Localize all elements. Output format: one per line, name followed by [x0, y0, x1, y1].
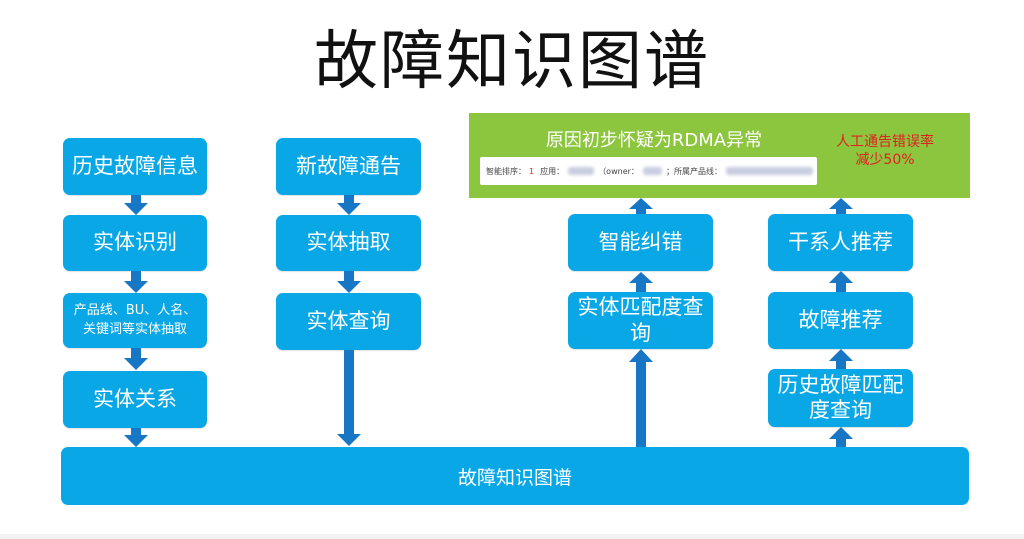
product-label: ；所属产品线： [666, 166, 723, 176]
arrow-down-c1-4 [124, 428, 148, 447]
box-entity-extraction: 实体抽取 [276, 215, 421, 271]
box-history-fault-match-query: 历史故障匹配 度查询 [768, 369, 913, 427]
box-entity-recognition: 实体识别 [63, 215, 207, 271]
box-history-fault-info: 历史故障信息 [63, 138, 207, 195]
arrow-down-c1-2 [124, 271, 148, 293]
box-fault-recommend: 故障推荐 [768, 292, 913, 349]
result-info-strip: 智能排序： 1 应用： （owner： ；所属产品线： [480, 157, 817, 185]
box-smart-correction: 智能纠错 [568, 214, 713, 271]
arrow-up-c4-3 [829, 271, 853, 292]
rank-value: 1 [529, 166, 535, 176]
footer-line [0, 534, 1024, 539]
page-title: 故障知识图谱 [314, 25, 710, 99]
box-stakeholder-recommend: 干系人推荐 [768, 214, 913, 271]
rank-label: 智能排序： [486, 166, 526, 176]
box-new-fault-notice: 新故障通告 [276, 138, 421, 195]
owner-label: （owner： [598, 166, 639, 176]
arrow-down-c1-1 [124, 195, 148, 215]
blurred-product [726, 167, 813, 175]
arrow-up-c4-2 [829, 349, 853, 369]
box-entity-extraction-details: 产品线、BU、人名、 关键词等实体抽取 [63, 293, 207, 348]
result-headline: 原因初步怀疑为RDMA异常 [545, 130, 763, 151]
blurred-app [568, 167, 595, 175]
arrow-up-c3-2 [629, 272, 653, 292]
box-entity-query: 实体查询 [276, 293, 421, 350]
arrow-up-c4-1 [829, 427, 853, 447]
box-entity-match-query: 实体匹配度查 询 [568, 292, 713, 349]
blurred-owner [642, 167, 663, 175]
arrow-down-c1-3 [124, 348, 148, 370]
arrow-up-c4-4 [829, 198, 853, 214]
app-label: 应用： [540, 166, 565, 176]
arrow-up-c3-3 [629, 198, 653, 214]
arrow-down-c2-1 [337, 195, 361, 215]
error-reduction-note: 人工通告错误率 减少50% [836, 134, 934, 168]
knowledge-graph-bar: 故障知识图谱 [61, 447, 969, 505]
box-entity-relation: 实体关系 [63, 371, 207, 428]
arrow-up-c3-1 [629, 349, 653, 447]
arrow-down-c2-3 [337, 350, 361, 446]
arrow-down-c2-2 [337, 271, 361, 293]
